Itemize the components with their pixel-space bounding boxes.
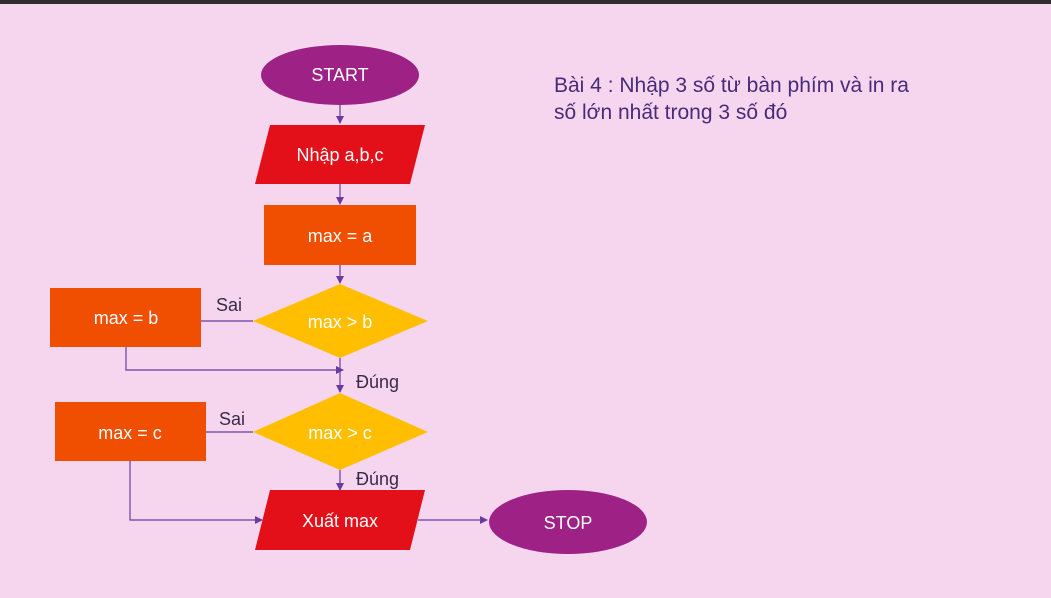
problem-title-line-2: số lớn nhất trong 3 số đó xyxy=(554,101,788,124)
compare-c-label: max > c xyxy=(308,423,372,443)
arrow-assign-b-merge xyxy=(125,347,344,374)
compare-b-decision: max > b xyxy=(253,284,428,358)
edge-label-true-b: Đúng xyxy=(356,372,399,392)
assign-b-process: max = b xyxy=(50,288,201,347)
arrow-assign-c-to-output xyxy=(129,461,263,524)
input-label: Nhập a,b,c xyxy=(296,145,383,165)
connectors xyxy=(125,104,488,524)
assign-c-process: max = c xyxy=(55,402,206,461)
compare-b-label: max > b xyxy=(308,312,373,332)
assign-c-label: max = c xyxy=(98,423,162,443)
start-label: START xyxy=(311,65,368,85)
window-top-bar xyxy=(0,0,1051,4)
output-label: Xuất max xyxy=(302,511,378,531)
problem-title: Bài 4 : Nhập 3 số từ bàn phím và in ra s… xyxy=(554,72,974,126)
problem-title-line-1: Bài 4 : Nhập 3 số từ bàn phím và in ra xyxy=(554,74,909,97)
output-parallelogram: Xuất max xyxy=(255,490,425,550)
stop-label: STOP xyxy=(544,513,593,533)
edge-label-false-c: Sai xyxy=(219,409,245,429)
edge-label-false-b: Sai xyxy=(216,295,242,315)
input-parallelogram: Nhập a,b,c xyxy=(255,125,425,184)
edge-label-true-c: Đúng xyxy=(356,469,399,489)
assign-b-label: max = b xyxy=(94,308,159,328)
start-terminal: START xyxy=(261,45,419,105)
assign-a-label: max = a xyxy=(308,226,374,246)
stop-terminal: STOP xyxy=(489,490,647,554)
assign-a-process: max = a xyxy=(264,205,416,265)
compare-c-decision: max > c xyxy=(253,393,428,470)
